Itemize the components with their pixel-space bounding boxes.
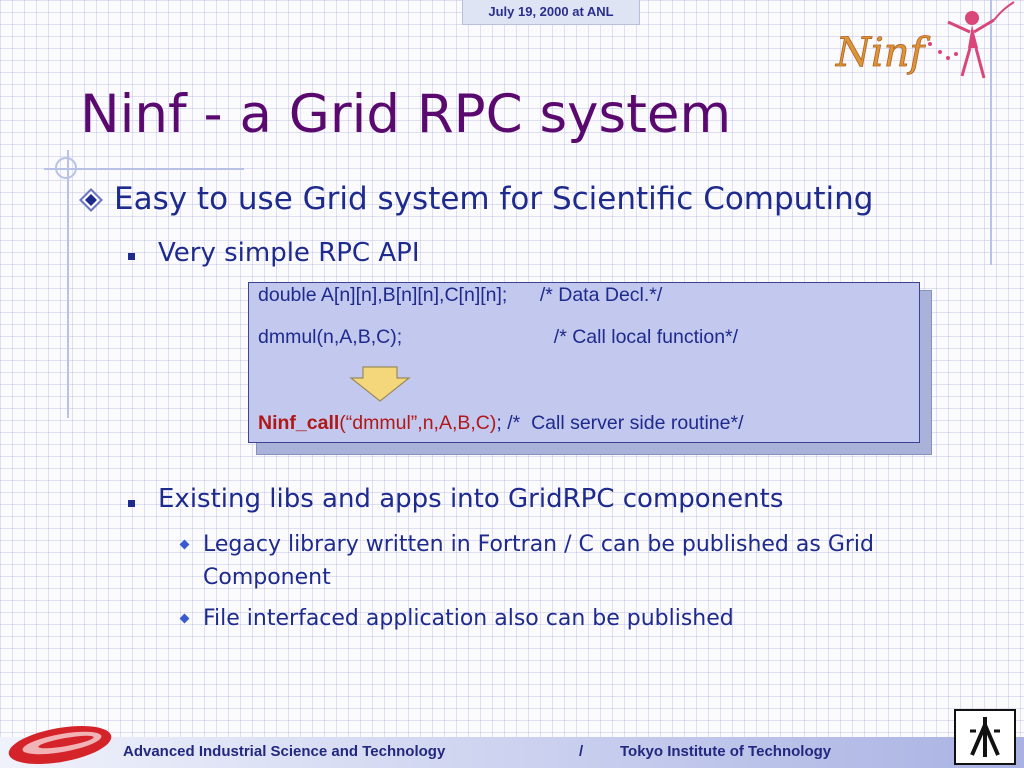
footer-separator: / [579,743,584,760]
titech-logo-icon [954,709,1016,765]
square-bullet-icon [128,253,135,260]
titech-logo-graphic [970,717,1000,757]
ninf-call-comment: ; /* Call server side routine*/ [496,412,744,434]
code-box [248,282,920,443]
title-underline [44,168,244,170]
right-divider-line [990,0,992,265]
footer-bar [0,737,1024,768]
slide-title: Ninf - a Grid RPC system [80,84,732,145]
footer-titech: Tokyo Institute of Technology [620,743,832,760]
ninf-call-function: Ninf_call [258,412,340,434]
square-bullet-icon [128,500,135,507]
small-diamond-bullet-icon [179,539,190,550]
left-divider-line [67,150,69,418]
diamond-bullet-icon [79,188,103,212]
code-line-decl: double A[n][n],B[n][n],C[n][n]; /* Data … [258,284,663,306]
code-line-ninf-call: Ninf_call(“dmmul”,n,A,B,C); /* Call serv… [258,412,744,435]
bullet-easy-to-use: Easy to use Grid system for Scientific C… [114,181,874,217]
ninf-call-args: (“dmmul”,n,A,B,C) [339,412,497,434]
aist-logo-icon [8,725,112,765]
ninf-logo-graphic: Ninf [835,1,1015,79]
circle-ornament [55,157,77,179]
bullet-simple-rpc-api: Very simple RPC API [158,238,420,268]
bullet-legacy-library: Legacy library written in Fortran / C ca… [203,532,874,590]
ninf-logo: Ninf [832,0,1022,92]
date-header: July 19, 2000 at ANL [462,0,640,25]
code-line-local-call: dmmul(n,A,B,C); /* Call local function*/ [258,326,739,348]
down-arrow-icon [349,366,411,402]
bullet-file-interfaced: File interfaced application also can be … [203,606,734,631]
bullet-existing-libs: Existing libs and apps into GridRPC comp… [158,484,784,514]
footer-aist: Advanced Industrial Science and Technolo… [123,743,446,760]
small-diamond-bullet-icon [179,613,190,624]
logo-text: Ninf [835,30,931,76]
